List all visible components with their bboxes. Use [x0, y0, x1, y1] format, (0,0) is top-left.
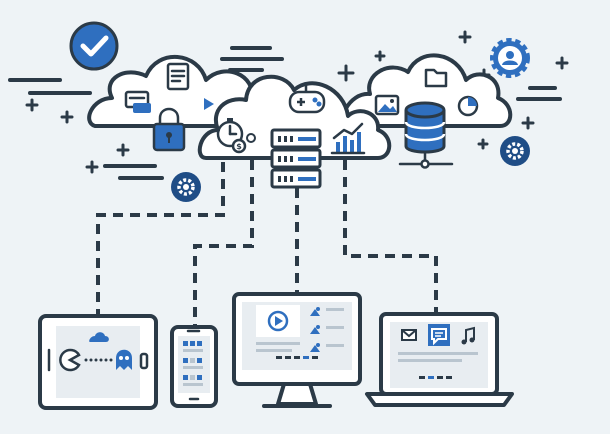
pacman-icon [59, 348, 81, 372]
server-icon [270, 128, 322, 189]
pie-chart-icon [457, 95, 479, 117]
pellets [84, 358, 113, 362]
desktop-monitor-device [232, 292, 362, 408]
music-note-icon [461, 326, 475, 345]
image-thumb-icon [310, 307, 320, 352]
play-icon [204, 98, 214, 110]
document-icon [166, 62, 190, 91]
gear-icon [171, 172, 201, 202]
laptop-device [365, 312, 514, 407]
user-gear-icon [490, 38, 530, 78]
lock-icon [152, 107, 186, 152]
gamepad-icon [288, 82, 326, 114]
analytics-icon [330, 122, 366, 155]
chat-icon [124, 90, 151, 113]
cloud-mini-icon [89, 332, 109, 342]
coin-icon: $ [231, 133, 256, 154]
decor-plus-signs [25, 30, 569, 174]
ghost-icon [116, 349, 132, 370]
gear-badge-icon [500, 136, 530, 166]
database-icon [398, 101, 454, 169]
image-icon [374, 94, 400, 116]
stopwatch-icon [216, 118, 244, 148]
checkmark-badge-icon [69, 21, 119, 71]
smartphone-device [170, 325, 218, 408]
svg-text:$: $ [236, 142, 242, 151]
connection-lines [96, 160, 438, 325]
decor-lines [8, 46, 562, 180]
folder-icon [424, 68, 448, 88]
tablet-device [38, 314, 158, 410]
